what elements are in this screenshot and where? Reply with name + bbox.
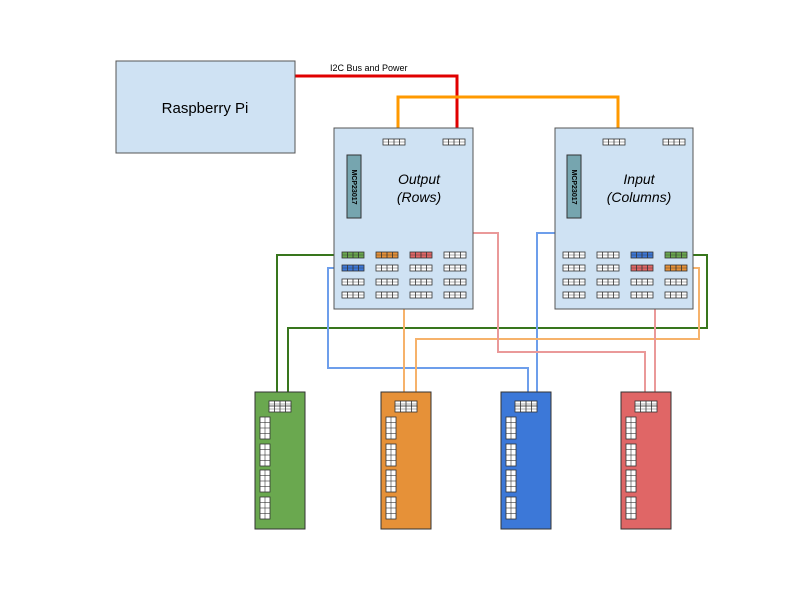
input-port-r3-c3 [630, 278, 654, 286]
input-board-subtitle: (Columns) [607, 189, 672, 205]
input-port-r4-c3 [630, 291, 654, 299]
input-port-r2-c3 [630, 264, 654, 272]
input-port-r3-c2 [596, 278, 620, 286]
input-port-r1-c3 [630, 251, 654, 259]
input-board-title: Input [623, 171, 655, 187]
output-port-r4-c4 [443, 291, 467, 299]
input-chip-label: MCP23017 [570, 169, 577, 204]
keypad-blue [500, 391, 552, 530]
keypad-top-connector-2 [268, 405, 292, 413]
raspberry-pi-label: Raspberry Pi [162, 100, 249, 117]
output-port-r3-c3 [409, 278, 433, 286]
output-header-right [442, 138, 466, 146]
output-chip [346, 154, 362, 219]
keypad-side-connector [505, 416, 517, 440]
keypad-side-connector [259, 416, 271, 440]
output-top-headers [382, 138, 466, 146]
keypad-top-connector-2 [514, 405, 538, 413]
input-port-grid [562, 251, 688, 299]
input-board: MCP23017 Input (Columns) [554, 127, 694, 310]
input-port-r2-c4 [664, 264, 688, 272]
keypad-green [254, 391, 306, 530]
output-board-subtitle: (Rows) [397, 189, 441, 205]
output-port-r4-c1 [341, 291, 365, 299]
orange-wire-input [415, 267, 700, 400]
keypad-side-connector [625, 416, 637, 440]
keypad-side-connector [385, 496, 397, 520]
input-port-r1-c4 [664, 251, 688, 259]
input-header-left [602, 138, 626, 146]
keypads [254, 391, 672, 530]
blue-wire-output [327, 267, 529, 400]
output-port-r4-c2 [375, 291, 399, 299]
output-port-r4-c3 [409, 291, 433, 299]
output-port-r3-c4 [443, 278, 467, 286]
power-wire [295, 74, 459, 143]
output-port-r2-c3 [409, 264, 433, 272]
output-chip-label: MCP23017 [350, 169, 357, 204]
keypad-top-connector-2 [394, 405, 418, 413]
keypad-orange [380, 391, 432, 530]
output-port-r1-c3 [409, 251, 433, 259]
input-top-headers [602, 138, 686, 146]
output-port-grid [341, 251, 467, 299]
keypad-side-connector [625, 496, 637, 520]
keypad-side-connector [259, 443, 271, 467]
input-port-r3-c4 [664, 278, 688, 286]
input-port-r4-c4 [664, 291, 688, 299]
input-port-r2-c1 [562, 264, 586, 272]
i2c-bus-label: I2C Bus and Power [330, 63, 408, 73]
input-header-right [662, 138, 686, 146]
input-port-r4-c2 [596, 291, 620, 299]
keypad-side-connector [385, 416, 397, 440]
output-port-r3-c2 [375, 278, 399, 286]
input-port-r4-c1 [562, 291, 586, 299]
output-header-left [382, 138, 406, 146]
keypad-top-connector [394, 400, 418, 408]
output-port-r1-c1 [341, 251, 365, 259]
keypad-side-connector [505, 443, 517, 467]
keypad-red [620, 391, 672, 530]
keypad-side-connector [505, 496, 517, 520]
green-wire-output [276, 254, 341, 400]
raspberry-pi-box: Raspberry Pi [115, 60, 296, 154]
keypad-side-connector [259, 496, 271, 520]
green-wire-input [287, 254, 708, 400]
keypad-side-connector [625, 443, 637, 467]
output-port-r2-c4 [443, 264, 467, 272]
output-board-title: Output [398, 171, 441, 187]
input-port-r1-c2 [596, 251, 620, 259]
i2c-wire [396, 95, 620, 143]
output-port-r1-c2 [375, 251, 399, 259]
input-port-r3-c1 [562, 278, 586, 286]
output-port-r3-c1 [341, 278, 365, 286]
keypad-side-connector [385, 469, 397, 493]
keypad-side-connector [505, 469, 517, 493]
keypad-side-connector [385, 443, 397, 467]
keypad-side-connector [625, 469, 637, 493]
output-port-r2-c2 [375, 264, 399, 272]
input-port-r2-c2 [596, 264, 620, 272]
output-port-r1-c4 [443, 251, 467, 259]
keypad-side-connector [259, 469, 271, 493]
input-chip [566, 154, 582, 219]
input-port-r1-c1 [562, 251, 586, 259]
output-board: MCP23017 Output (Rows) [333, 127, 474, 310]
output-port-r2-c1 [341, 264, 365, 272]
keypad-top-connector-2 [634, 405, 658, 413]
